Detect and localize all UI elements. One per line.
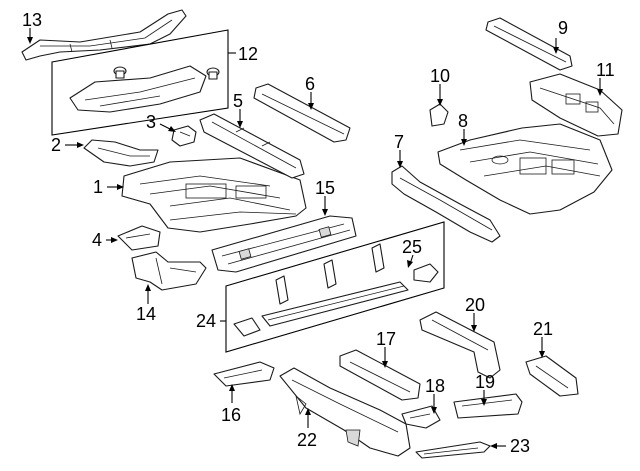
callout-21: 21 (533, 319, 553, 339)
callout-17: 17 (376, 329, 396, 349)
callout-18: 18 (425, 376, 445, 396)
callout-11: 11 (596, 60, 615, 80)
part-19-shape (453, 393, 523, 419)
callout-20: 20 (465, 295, 485, 315)
callout-23: 23 (510, 436, 530, 456)
leader-lines (27, 28, 603, 449)
callout-24: 24 (196, 311, 216, 331)
callout-25: 25 (402, 237, 422, 257)
part-14-shape (131, 251, 207, 291)
part-2-shape (83, 139, 159, 167)
part-11-shape (529, 73, 623, 137)
callout-1: 1 (93, 177, 103, 197)
part-9-shape (485, 17, 573, 71)
callout-10: 10 (430, 66, 450, 86)
callout-14: 14 (136, 304, 156, 324)
callout-8: 8 (458, 111, 468, 131)
part-16-shape (213, 361, 275, 387)
callout-16: 16 (221, 405, 241, 425)
part-17-shape (339, 349, 421, 401)
part-12-group (51, 29, 229, 136)
callout-3: 3 (146, 112, 156, 132)
part-6-shape (253, 83, 351, 143)
callout-12: 12 (238, 44, 258, 64)
part-24-group (225, 221, 445, 353)
part-10-shape (429, 103, 449, 127)
callout-13: 13 (22, 10, 42, 30)
part-13-shape (21, 9, 187, 61)
part-20-shape (419, 311, 501, 379)
part-15-shape (211, 215, 357, 273)
group-box-12 (51, 29, 229, 136)
part-5-shape (199, 113, 305, 179)
callout-4: 4 (92, 230, 102, 250)
part-8-shape (437, 123, 613, 215)
part-23-shape (415, 441, 491, 459)
part-21-shape (525, 355, 579, 397)
part-1-shape (121, 157, 307, 233)
group-box-24 (225, 221, 445, 353)
part-3-shape (171, 125, 197, 147)
callout-6: 6 (305, 74, 315, 94)
callout-2: 2 (51, 135, 61, 155)
callout-9: 9 (558, 18, 568, 38)
callout-19: 19 (475, 372, 495, 392)
part-7-shape (391, 165, 501, 243)
part-22-shape (279, 367, 411, 457)
part-4-shape (117, 225, 161, 251)
callout-7: 7 (394, 132, 404, 152)
callout-labels: 1 2 3 4 5 6 7 8 9 10 11 12 13 14 15 16 1… (22, 10, 615, 456)
callout-22: 22 (297, 430, 317, 450)
callout-5: 5 (233, 91, 243, 111)
part-18-shape (401, 405, 441, 429)
callout-15: 15 (315, 178, 335, 198)
